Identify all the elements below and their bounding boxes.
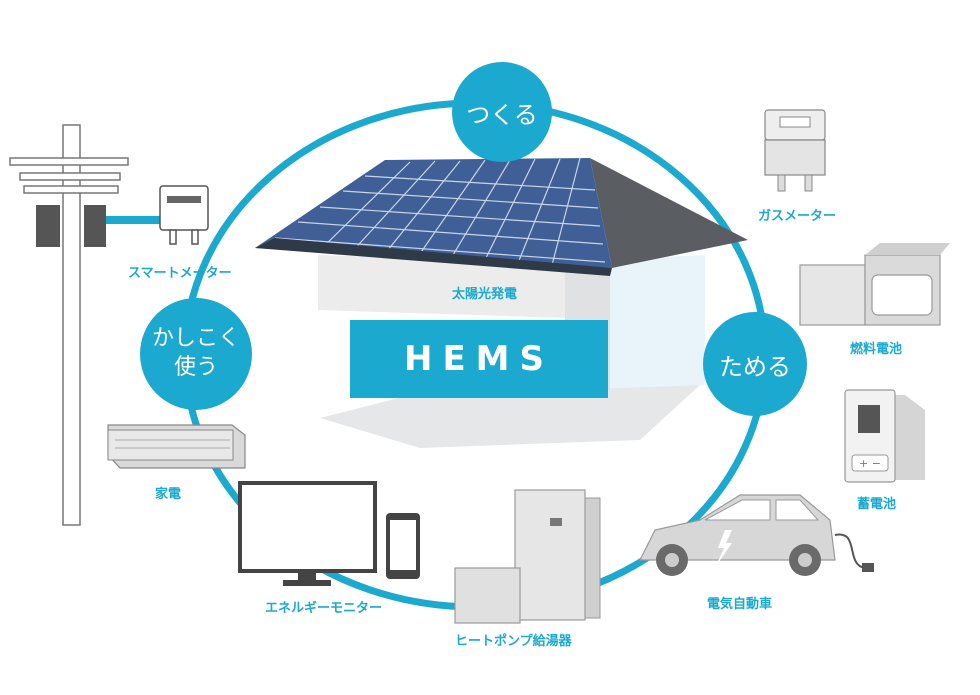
smart-meter-icon: [159, 185, 209, 245]
solar-panel-grid: [274, 157, 606, 266]
gas-meter-label: ガスメーター: [758, 209, 837, 224]
solar-label: 太陽光発電: [452, 287, 518, 302]
battery-label: 蓄電池: [857, 497, 897, 512]
create-bubble: つくる: [452, 62, 552, 162]
svg-text:+ −: + −: [859, 457, 881, 470]
smart-meter-label: スマートメーター: [128, 266, 232, 281]
ev-label: 電気自動車: [707, 597, 773, 612]
hems-title: HEMS: [350, 320, 608, 398]
appliance-icon: [107, 424, 246, 469]
energy-monitor-label: エネルギーモニター: [265, 601, 383, 616]
appliance-label: 家電: [155, 487, 182, 502]
fuel-cell-icon: [799, 243, 950, 326]
utility-pole-icon: [9, 124, 161, 526]
smart-use-line1: かしこく: [151, 326, 240, 352]
gas-meter-icon: [764, 109, 826, 192]
heat-pump-label: ヒートポンプ給湯器: [455, 634, 572, 649]
energy-monitor-icon: [238, 481, 420, 586]
smart-use-line2: 使う: [173, 355, 218, 380]
storage-battery-icon: + −: [844, 389, 925, 483]
heat-pump-icon: [454, 489, 601, 624]
smart-use-bubble: かしこく 使う: [140, 298, 252, 410]
electric-car-icon: [639, 494, 874, 576]
fuel-cell-label: 燃料電池: [850, 342, 903, 357]
store-bubble: ためる: [703, 312, 807, 416]
